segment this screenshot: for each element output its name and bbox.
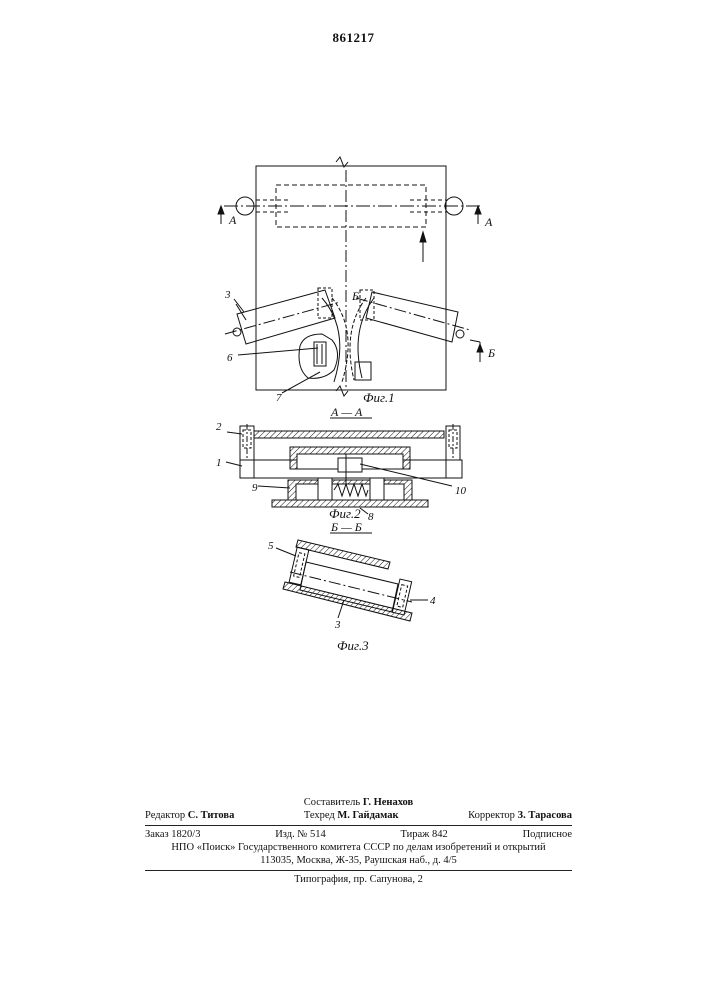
edition: Изд. № 514 xyxy=(275,828,326,841)
address-line: 113035, Москва, Ж-35, Раушская наб., д. … xyxy=(145,854,572,867)
fig1-section-mark-b-right: Б xyxy=(487,346,495,360)
printer-line: Типография, пр. Сапунова, 2 xyxy=(145,873,572,886)
editor: Редактор С. Титова xyxy=(145,809,234,822)
editor-role: Редактор xyxy=(145,810,185,821)
fig1-section-mark-b-top: Б xyxy=(351,289,359,303)
fig3-label-5: 5 xyxy=(268,540,274,552)
subscription: Подписное xyxy=(523,828,572,841)
figure-3 xyxy=(276,533,428,621)
fig1-label-3: 3 xyxy=(224,289,231,301)
order-line: Заказ 1820/3 Изд. № 514 Тираж 842 Подпис… xyxy=(145,828,572,841)
fig1-label-6: 6 xyxy=(227,352,233,364)
fig3-label-4: 4 xyxy=(430,595,436,607)
fig2-label-1: 1 xyxy=(216,457,222,469)
corrector-name: З. Тарасова xyxy=(518,810,572,821)
figure-1 xyxy=(218,157,483,396)
imprint-block: Составитель Г. Ненахов Редактор С. Титов… xyxy=(145,796,572,886)
order: Заказ 1820/3 xyxy=(145,828,200,841)
fig2-label-8: 8 xyxy=(368,511,374,523)
techred: Техред М. Гайдамак xyxy=(304,809,399,822)
fig1-section-mark-a-left: А xyxy=(228,213,237,227)
fig1-caption: Фиг.1 xyxy=(363,390,395,405)
fig1-label-7: 7 xyxy=(276,392,282,404)
staff-line: Редактор С. Титова Техред М. Гайдамак Ко… xyxy=(145,809,572,822)
compiler-line: Составитель Г. Ненахов xyxy=(145,796,572,809)
corrector-role: Корректор xyxy=(468,810,515,821)
fig2-section-title: А — А xyxy=(330,405,363,419)
fig3-section-title: Б — Б xyxy=(330,520,362,534)
fig2-label-2: 2 xyxy=(216,421,222,433)
figure-2 xyxy=(226,418,462,514)
editor-name: С. Титова xyxy=(188,810,235,821)
imprint-rule-bottom xyxy=(145,870,572,871)
compiler-role: Составитель xyxy=(304,797,360,808)
imprint-rule-top xyxy=(145,825,572,826)
fig2-label-10: 10 xyxy=(455,485,467,497)
publisher-line: НПО «Поиск» Государственного комитета СС… xyxy=(145,841,572,854)
fig2-caption: Фиг.2 xyxy=(329,506,361,521)
fig3-label-3: 3 xyxy=(334,619,341,631)
fig2-label-9: 9 xyxy=(252,482,258,494)
print-run: Тираж 842 xyxy=(401,828,448,841)
fig3-caption: Фиг.3 xyxy=(337,638,369,653)
corrector: Корректор З. Тарасова xyxy=(468,809,572,822)
compiler-name: Г. Ненахов xyxy=(363,797,413,808)
fig1-section-mark-a-right: А xyxy=(484,215,493,229)
techred-role: Техред xyxy=(304,810,335,821)
techred-name: М. Гайдамак xyxy=(337,810,398,821)
